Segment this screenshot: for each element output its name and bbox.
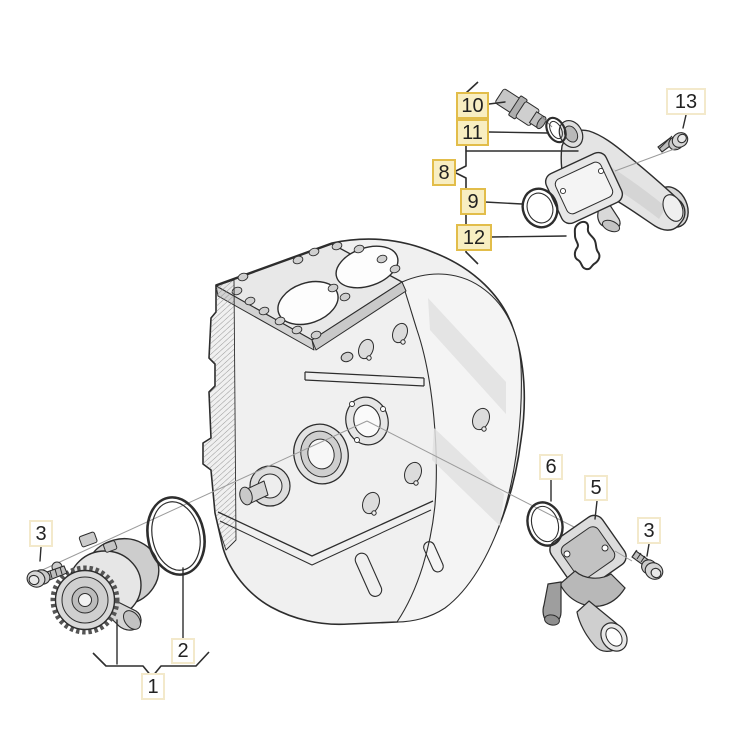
engine-block-drawing xyxy=(202,238,526,626)
bolt-13-drawing xyxy=(657,132,689,153)
callout-12[interactable]: 12 xyxy=(456,224,492,251)
callout-1[interactable]: 1 xyxy=(141,673,165,700)
coolant-flange-drawing xyxy=(544,120,689,233)
callout-9[interactable]: 9 xyxy=(460,188,486,215)
water-pump-drawing xyxy=(50,531,160,635)
thermostat-housing-drawing xyxy=(542,514,628,652)
callout-8[interactable]: 8 xyxy=(432,159,456,186)
callout-5[interactable]: 5 xyxy=(584,475,608,501)
callout-2[interactable]: 2 xyxy=(171,638,195,664)
o-ring-9-drawing xyxy=(521,187,559,229)
leader-lines xyxy=(39,101,687,665)
sensor-drawing xyxy=(495,88,547,130)
gasket-12-drawing xyxy=(573,220,601,271)
callout-6[interactable]: 6 xyxy=(539,454,563,480)
callout-3-left[interactable]: 3 xyxy=(29,520,53,547)
bolt-3-right-drawing xyxy=(631,549,664,580)
callout-13[interactable]: 13 xyxy=(666,88,706,115)
callout-3-right[interactable]: 3 xyxy=(637,517,661,544)
bolt-3-left-drawing xyxy=(26,565,68,588)
o-ring-11-drawing xyxy=(545,116,567,144)
o-ring-6-drawing xyxy=(526,501,564,547)
axis-line-right xyxy=(366,420,575,528)
axis-line-left xyxy=(37,420,368,573)
bolt-13-axis-line xyxy=(614,147,678,172)
bolt-3-right-axis-line xyxy=(614,550,633,562)
callout-10[interactable]: 10 xyxy=(456,92,489,119)
callout-11[interactable]: 11 xyxy=(456,119,489,146)
